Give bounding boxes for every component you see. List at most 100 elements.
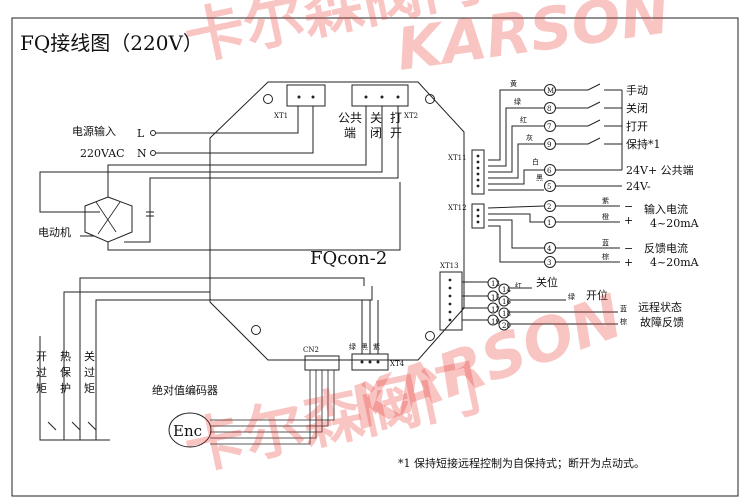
svg-text:热保护: 热保护: [60, 350, 71, 395]
motor-label: 电动机: [38, 225, 71, 239]
encoder-wires: [210, 370, 335, 445]
xt11pins-dot: [476, 166, 480, 170]
xt13-color-red: 红: [515, 281, 522, 290]
xt13-pin-18: 18: [502, 310, 511, 318]
cn2-label: CN2: [303, 346, 319, 354]
xt11-wire-hold: [488, 137, 622, 179]
xt2-pin-2: [380, 95, 384, 99]
xt13-fn-remote-status: 远程状态: [638, 300, 682, 314]
xt12-pin-2-circle: [544, 200, 556, 212]
xt13-in-wires: [462, 281, 488, 321]
wire-n: [156, 106, 314, 154]
xt11-pin-dots: [476, 154, 480, 188]
diagram-frame: [11, 17, 739, 497]
xt12-sign-minus-2: −: [624, 242, 633, 255]
lsClose-char: 过: [84, 366, 95, 379]
xt13pins-dot: [448, 286, 452, 290]
encoder-label: 绝对值编码器: [152, 383, 218, 397]
lsClose-char: 关: [84, 349, 95, 363]
lsClose-char: 矩: [84, 382, 95, 395]
input-current-label: 输入电流: [644, 202, 688, 216]
xt12pins-dot: [476, 214, 480, 218]
xt2-close-label: 关闭: [370, 111, 382, 140]
xt13-label: XT13: [440, 262, 459, 270]
xt11-pin-7-circle: [544, 120, 556, 132]
lsTherm-char: 护: [60, 381, 71, 395]
watermark-en-top: KARSON: [392, 0, 673, 84]
xt13pins-dot: [448, 294, 452, 298]
xt11-pin-5-circle: [544, 180, 556, 192]
xt12-rows: 2 1 4 3 紫 橙 蓝 棕 − + − + 输入电流 4~20mA 反馈电流…: [487, 197, 700, 269]
xt13pins-dot: [448, 318, 452, 322]
xt12pins-dot: [476, 220, 480, 224]
svg-text:开过矩: 开过矩: [36, 350, 47, 395]
xt13-pin-circle: [498, 307, 510, 319]
xt2close-char: 关: [370, 111, 382, 125]
xt13-color-blue: 蓝: [620, 304, 627, 313]
xt13-pin-circle: [498, 319, 510, 331]
xt12-label: XT12: [448, 204, 467, 212]
xt11-wire-24v-minus: [488, 185, 622, 191]
xt12pins-dot: [476, 208, 480, 212]
xt12-sign-plus-1: +: [624, 214, 633, 227]
xt13-pin-19: 19: [491, 318, 500, 326]
xt13-pin-20: 20: [502, 322, 511, 330]
xt1-pin-2: [311, 95, 315, 99]
xt2-pin-1: [364, 95, 368, 99]
xt13-pin-dots: [448, 278, 452, 322]
xt11-pin-9: 9: [547, 141, 551, 149]
power-l-terminal: [150, 130, 156, 136]
motor-winding: [84, 196, 133, 243]
lsOpen-char: 开: [36, 350, 47, 363]
board-label: FQcon-2: [310, 248, 387, 269]
power-n-label: N: [137, 147, 147, 160]
lsOpen-char: 矩: [36, 382, 47, 395]
cn2-connector: [304, 355, 340, 371]
xt12-pin-2: 2: [547, 203, 551, 211]
lsOpen-char: 过: [36, 366, 47, 379]
wire-limit-open: [63, 291, 210, 440]
wire-limit-return: [39, 336, 110, 441]
xt13-terminal: [439, 271, 463, 331]
xt4-purple-label: 紫: [373, 343, 380, 351]
xt13-fn-close-position: 关位: [536, 275, 558, 289]
xt11-wire-24v-plus: [488, 169, 622, 185]
xt11-row-open: 红 7 打开: [488, 115, 648, 173]
mount-hole-bottom-left: [251, 325, 261, 335]
wire-motor-return: [107, 182, 401, 251]
xt11-pin-8: 8: [547, 105, 551, 113]
svg-text:关过矩: 关过矩: [84, 349, 95, 395]
xt13-color-green: 绿: [568, 292, 575, 301]
motor-winding-lines: [95, 201, 121, 235]
xt2-label: XT2: [404, 112, 418, 120]
mount-hole-bottom-right: [425, 331, 435, 341]
xt11-fn-24v-minus: 24V-: [626, 180, 651, 193]
xt11-fn-24v-plus: 24V+ 公共端: [626, 164, 694, 177]
encoder-enc-label: Enc: [173, 422, 202, 440]
xt11-wire-white: 白: [532, 157, 539, 166]
xt2open-char: 开: [390, 126, 402, 140]
xt11pins-dot: [476, 184, 480, 188]
xt4-leads: [361, 300, 379, 354]
wire-open: [124, 106, 399, 243]
xt11-pin-7: 7: [547, 123, 551, 131]
wire-close: [39, 106, 383, 213]
xt12-wires: [487, 205, 545, 263]
xt11-row-close: 绿 8 关闭: [488, 97, 648, 167]
input-current-range: 4~20mA: [650, 217, 700, 230]
xt11-row-manual: 黄 M 手动: [488, 79, 648, 161]
mount-hole-top-right: [425, 94, 435, 104]
xt11-pin-6: 6: [547, 167, 552, 175]
xt11-fn-close: 关闭: [626, 101, 648, 115]
xt11-pin-6-circle: [544, 164, 556, 176]
xt12-sign-minus-1: −: [624, 200, 633, 213]
xt12-terminal: [471, 203, 485, 229]
xt13-fn-fault-feedback: 故障反馈: [640, 315, 684, 329]
xt13pins-dot: [448, 310, 452, 314]
power-input-label: 电源输入: [72, 124, 116, 138]
wire-common: [107, 106, 367, 197]
xt13pins-dot: [448, 278, 452, 282]
xt12-color-brown: 棕: [602, 252, 609, 261]
